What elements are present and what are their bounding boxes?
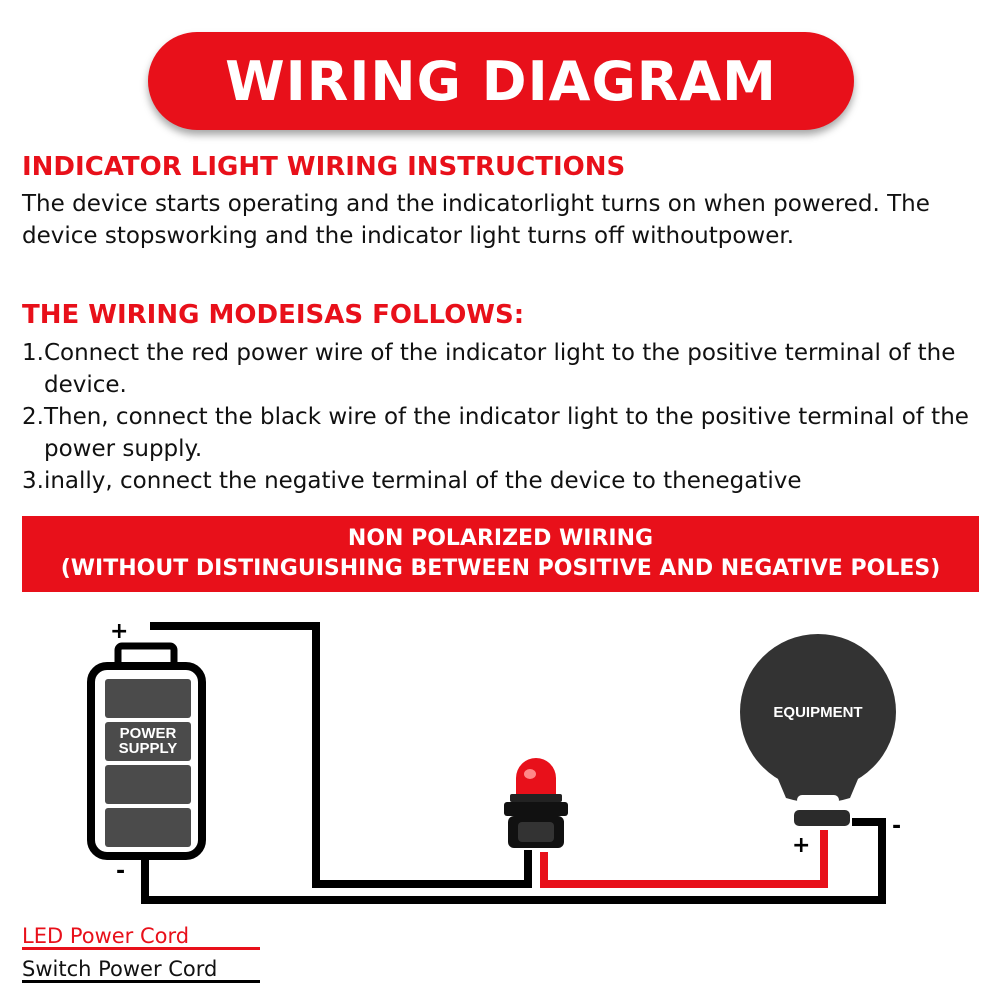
battery-label-line1: POWER [120, 725, 177, 742]
equipment-plus-label: + [792, 833, 810, 858]
battery-plus-label: + [110, 619, 128, 644]
banner-line-1: NON POLARIZED WIRING [347, 526, 654, 551]
non-polarized-banner: NON POLARIZED WIRING (WITHOUT DISTINGUIS… [22, 516, 979, 592]
equipment-minus-label: - [892, 814, 901, 839]
wiring-diagram: POWER SUPPLY + - EQUIPMENT + - [87, 619, 901, 904]
battery-icon: POWER SUPPLY [87, 642, 206, 860]
black-wire-bottom [141, 818, 886, 904]
legend-led-line [22, 947, 260, 950]
wiring-step-1: 1.Connect the red power wire of the indi… [22, 340, 956, 398]
banner-line-2: (WITHOUT DISTINGUISHING BETWEEN POSITIVE… [60, 556, 941, 581]
legend-led-power-cord: LED Power Cord [22, 924, 190, 948]
battery-minus-label: - [116, 859, 125, 884]
legend-switch-power-cord: Switch Power Cord [22, 957, 218, 981]
legend-switch-line [22, 980, 260, 983]
wiring-step-3: 3.inally, connect the negative terminal … [22, 468, 802, 494]
black-wire-top [150, 622, 532, 888]
page-title: WIRING DIAGRAM [225, 49, 777, 113]
title-banner: WIRING DIAGRAM [148, 32, 854, 130]
wiring-steps-list: 1.Connect the red power wire of the indi… [22, 337, 982, 497]
battery-label-line2: SUPPLY [119, 740, 178, 757]
equipment-icon: EQUIPMENT [740, 634, 896, 826]
wiring-step-2: 2.Then, connect the black wire of the in… [22, 404, 969, 462]
section-heading-instructions: INDICATOR LIGHT WIRING INSTRUCTIONS [22, 152, 626, 182]
indicator-light-icon [504, 758, 568, 848]
red-wire [540, 830, 828, 888]
instructions-paragraph: The device starts operating and the indi… [22, 191, 930, 249]
equipment-label: EQUIPMENT [773, 704, 862, 721]
section-heading-wiring-mode: THE WIRING MODEISAS FOLLOWS: [22, 300, 525, 330]
